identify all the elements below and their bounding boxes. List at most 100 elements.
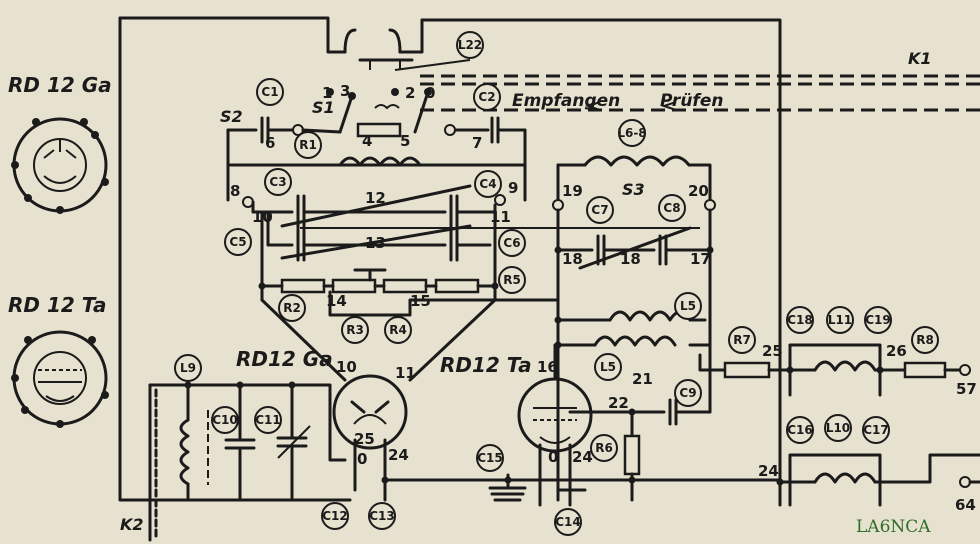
svg-text:L9: L9	[180, 361, 196, 375]
svg-text:11: 11	[490, 208, 511, 226]
label-c14: C14	[554, 508, 582, 536]
label-k1: K1	[908, 49, 932, 68]
svg-text:20: 20	[688, 182, 709, 200]
svg-text:C17: C17	[863, 423, 889, 437]
svg-text:C6: C6	[503, 236, 520, 250]
label-r5: R5	[498, 266, 526, 294]
s2-network	[226, 116, 527, 202]
svg-text:C13: C13	[369, 509, 395, 523]
svg-text:14: 14	[326, 292, 347, 310]
label-c10: C10	[211, 406, 239, 434]
svg-text:26: 26	[886, 342, 907, 360]
tube-symbol-ta	[11, 330, 109, 428]
svg-text:17: 17	[690, 250, 711, 268]
label-c13: C13	[368, 502, 396, 530]
svg-text:C15: C15	[477, 451, 503, 465]
label-k2: K2	[120, 515, 144, 534]
component-labels: C1 C2 L22 R1 C3 C4 C5 C6 C7 C8 L6-8 R2 R…	[174, 31, 939, 536]
mode-test: Prüfen	[660, 91, 723, 111]
svg-text:L6-8: L6-8	[617, 126, 646, 140]
label-c8: C8	[658, 194, 686, 222]
svg-text:2: 2	[405, 84, 415, 102]
svg-text:C14: C14	[555, 515, 581, 529]
watermark: LA6NCA	[856, 517, 931, 537]
svg-text:19: 19	[562, 182, 583, 200]
coil-l5	[556, 310, 792, 379]
svg-text:10: 10	[252, 208, 273, 226]
svg-text:15: 15	[410, 292, 431, 310]
svg-text:R5: R5	[503, 273, 521, 287]
label-r4: R4	[384, 316, 412, 344]
svg-text:C18: C18	[787, 313, 813, 327]
label-r6: R6	[590, 434, 618, 462]
label-c4: C4	[474, 170, 502, 198]
svg-text:C12: C12	[322, 509, 348, 523]
svg-text:C1: C1	[261, 85, 278, 99]
tube-title-ga: RD 12 Ga	[8, 73, 112, 97]
label-l10: L10	[824, 414, 852, 442]
svg-text:R4: R4	[389, 323, 407, 337]
svg-text:R2: R2	[283, 301, 301, 315]
label-l5b: L5	[594, 353, 622, 381]
svg-text:0: 0	[548, 448, 558, 466]
tube-label-ga: RD12 Ga	[236, 347, 333, 371]
label-l22: L22	[456, 31, 484, 59]
label-c18: C18	[786, 306, 814, 334]
svg-text:1: 1	[322, 84, 332, 102]
tube-label-ta: RD12 Ta	[440, 353, 532, 377]
svg-text:3: 3	[340, 82, 350, 100]
svg-text:22: 22	[608, 394, 629, 412]
label-r7: R7	[728, 326, 756, 354]
svg-text:57: 57	[956, 380, 977, 398]
label-c5: C5	[224, 228, 252, 256]
mode-receive: Empfangen	[512, 91, 620, 111]
label-r8: R8	[911, 326, 939, 354]
tube-ta	[517, 343, 593, 507]
svg-text:25: 25	[354, 430, 375, 448]
svg-text:4: 4	[362, 132, 372, 150]
svg-text:7: 7	[472, 134, 482, 152]
svg-text:18: 18	[620, 250, 641, 268]
svg-text:C3: C3	[269, 175, 286, 189]
svg-text:L5: L5	[600, 360, 616, 374]
label-c15: C15	[476, 444, 504, 472]
svg-text:R7: R7	[733, 333, 751, 347]
tube-ga	[332, 374, 408, 502]
svg-text:24: 24	[572, 448, 593, 466]
svg-text:21: 21	[632, 370, 653, 388]
svg-text:24: 24	[388, 446, 409, 464]
svg-text:C5: C5	[229, 235, 246, 249]
label-c17: C17	[862, 416, 890, 444]
svg-text:64: 64	[955, 496, 976, 514]
label-r2: R2	[278, 294, 306, 322]
svg-text:24: 24	[758, 462, 779, 480]
svg-text:C2: C2	[478, 90, 495, 104]
tuning-network-right	[300, 155, 716, 502]
switch-labels: S2 S1 S3 RD12 Ga RD12 Ta	[220, 98, 645, 377]
svg-text:C7: C7	[591, 203, 608, 217]
svg-text:R1: R1	[299, 138, 317, 152]
label-c2: C2	[473, 83, 501, 111]
tube-symbol-ga	[11, 117, 109, 214]
junction-dots	[184, 246, 884, 486]
label-l68: L6-8	[617, 119, 647, 147]
node-numbers: 1 2 3 0 4 5 6 7 8 9 10 11 12 13 14 15 10…	[230, 82, 977, 514]
svg-text:L22: L22	[458, 38, 482, 52]
svg-text:18: 18	[562, 250, 583, 268]
label-c19: C19	[864, 306, 892, 334]
svg-text:13: 13	[365, 234, 386, 252]
svg-text:11: 11	[395, 364, 416, 382]
svg-text:10: 10	[336, 358, 357, 376]
tube-title-ta: RD 12 Ta	[8, 293, 107, 317]
svg-text:L5: L5	[680, 299, 696, 313]
svg-text:C9: C9	[679, 386, 696, 400]
svg-text:C19: C19	[865, 313, 891, 327]
label-c3: C3	[264, 168, 292, 196]
svg-text:8: 8	[230, 182, 240, 200]
svg-text:R6: R6	[595, 441, 613, 455]
label-s3: S3	[622, 180, 645, 199]
switch-s1	[326, 28, 471, 138]
label-l5a: L5	[674, 292, 702, 320]
output-filters	[778, 343, 980, 507]
